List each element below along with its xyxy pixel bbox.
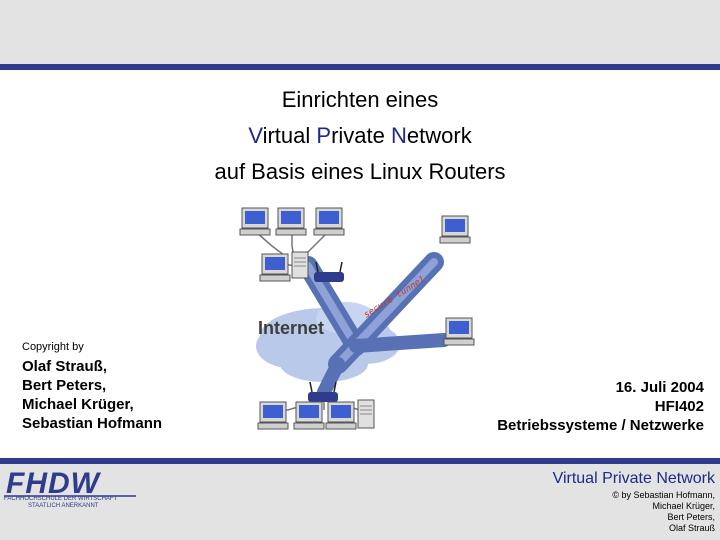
copyright-label: Copyright by — [22, 341, 84, 353]
title-letter-v: V — [248, 123, 263, 148]
bottom-rule — [0, 458, 720, 464]
presentation-date: 16. Juli 2004 — [615, 379, 704, 396]
logo-wordmark: FHDW — [6, 467, 102, 500]
course-code: HFI402 — [654, 398, 704, 415]
vpn-network-diagram: secure tunnel Internet — [239, 207, 475, 430]
title-letter-n: N — [391, 123, 407, 148]
computer-icon-1 — [239, 207, 271, 236]
title-line-2: Virtual Private Network — [0, 118, 720, 154]
server-icon-2 — [357, 399, 375, 429]
server-icon-1 — [291, 251, 309, 279]
top-band — [0, 0, 720, 64]
internet-label: Internet — [258, 318, 324, 338]
footer-credit: © by Sebastian Hofmann, Michael Krüger, … — [612, 490, 715, 534]
computer-icon-9 — [325, 401, 357, 430]
author-name: Bert Peters, — [22, 377, 107, 394]
computer-icon-8 — [293, 401, 325, 430]
computer-icon-4 — [259, 253, 291, 282]
title-word-private: rivate — [331, 123, 391, 148]
footer-credit-line: © by Sebastian Hofmann, — [612, 490, 715, 500]
footer-credit-line: Bert Peters, — [667, 512, 715, 522]
computer-icon-7 — [257, 401, 289, 430]
top-rule — [0, 64, 720, 70]
computer-icon-6 — [443, 317, 475, 346]
title-line-1: Einrichten eines — [281, 87, 439, 112]
router-icon-1 — [314, 261, 344, 282]
fhdw-logo: FHDW FACHHOCHSCHULE DER WIRTSCHAFT STAAT… — [4, 466, 136, 524]
presentation-details: 16. Juli 2004 HFI402 Betriebssysteme / N… — [497, 378, 704, 435]
logo-subtitle: FACHHOCHSCHULE DER WIRTSCHAFT STAATLICH … — [4, 496, 117, 510]
computer-icon-2 — [275, 207, 307, 236]
footer-credit-line: Michael Krüger, — [652, 501, 715, 511]
footer-credit-line: Olaf Strauß — [668, 523, 715, 533]
course-subject: Betriebssysteme / Netzwerke — [497, 417, 704, 434]
logo-subtitle-line-1: FACHHOCHSCHULE DER WIRTSCHAFT — [4, 496, 118, 502]
computer-icon-3 — [313, 207, 345, 236]
title-word-network: etwork — [406, 123, 472, 148]
author-name: Olaf Strauß, — [22, 358, 108, 375]
author-name: Sebastian Hofmann — [22, 415, 163, 432]
title-word-virtual: irtual — [262, 123, 317, 148]
logo-subtitle-line-2: STAATLICH ANERKANNT — [28, 503, 99, 509]
computer-icon-5 — [439, 215, 471, 244]
router-icon-2 — [308, 381, 338, 402]
author-list: Olaf Strauß, Bert Peters, Michael Krüger… — [22, 357, 162, 433]
author-name: Michael Krüger, — [22, 396, 134, 413]
footer-title: Virtual Private Network — [552, 470, 715, 487]
title-line-3: auf Basis eines Linux Routers — [214, 159, 506, 184]
title-letter-p: P — [316, 123, 332, 148]
fhdw-logo-graphic: FHDW — [4, 466, 136, 500]
slide-title: Einrichten eines Virtual Private Network… — [0, 82, 720, 190]
